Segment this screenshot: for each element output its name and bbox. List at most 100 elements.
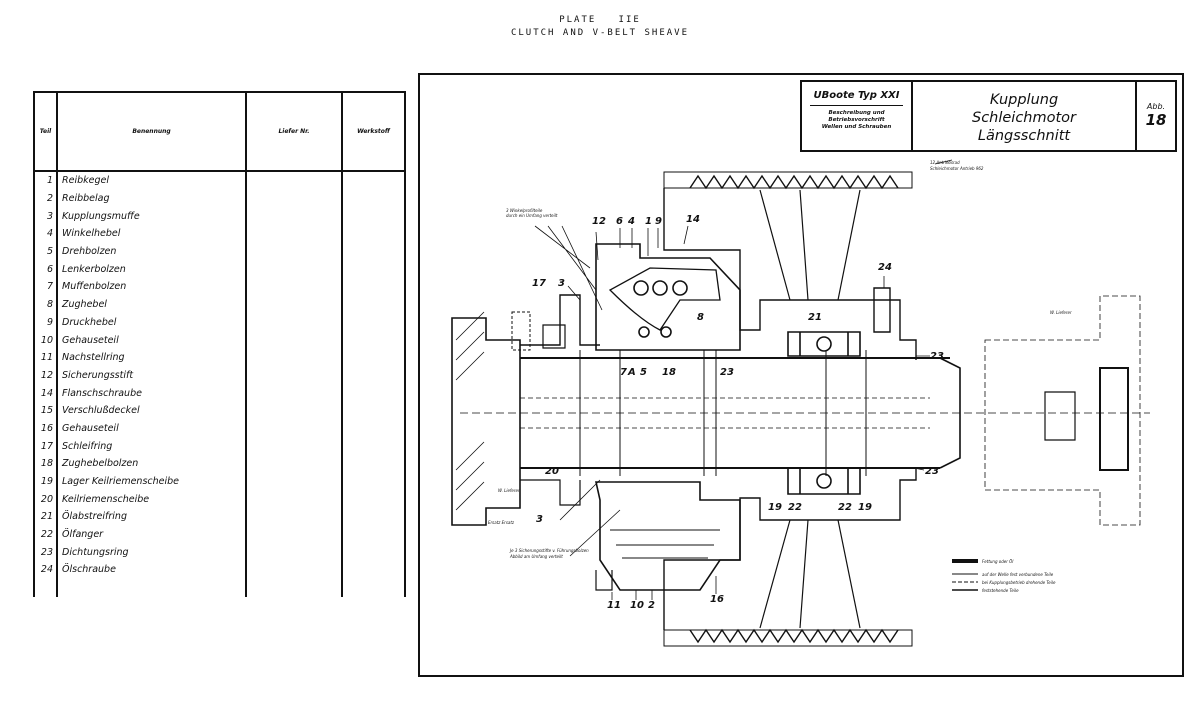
part-name: Schleifring	[57, 437, 247, 455]
part-number: 8	[33, 295, 58, 314]
part-name: Zughebelbolzen	[57, 455, 247, 473]
title-block-figure: Abb. 18	[1135, 80, 1177, 152]
supplier-no-cell	[246, 313, 343, 332]
part-name: Lager Keilriemenscheibe	[57, 472, 247, 491]
supplier-no-cell	[246, 189, 343, 208]
supplier-no-cell	[246, 419, 343, 438]
material-cell	[342, 242, 406, 261]
part-number	[33, 578, 58, 597]
part-name: Nachstellring	[57, 348, 247, 367]
supplier-no-cell	[246, 278, 343, 296]
supplier-no-cell	[246, 525, 343, 544]
part-name: Ölabstreifring	[57, 508, 247, 526]
project-name: UBoote Typ XXI	[809, 82, 904, 106]
subtitle-line: Beschreibung und	[828, 110, 885, 116]
material-cell	[342, 384, 406, 402]
material-cell	[342, 419, 406, 438]
part-number: 21	[33, 508, 58, 526]
material-cell	[342, 543, 406, 562]
supplier-no-cell	[246, 260, 343, 279]
part-name: Winkelhebel	[57, 225, 247, 243]
part-number: 11	[33, 348, 58, 367]
part-number: 7	[33, 278, 58, 296]
material-cell	[342, 295, 406, 314]
col-header-name: Benennung	[56, 91, 247, 172]
part-number: 5	[33, 242, 58, 261]
subtitle-line: Wellen und Schrauben	[821, 124, 892, 130]
supplier-no-cell	[246, 366, 343, 385]
part-name: Flanschschraube	[57, 384, 247, 402]
part-name: Zughebel	[57, 295, 247, 314]
material-cell	[342, 207, 406, 226]
part-number: 12	[33, 366, 58, 385]
plate-caption: CLUTCH AND V-BELT SHEAVE	[510, 28, 690, 38]
material-cell	[342, 401, 406, 420]
supplier-no-cell	[246, 384, 343, 402]
part-name: Ölschraube	[57, 561, 247, 579]
part-name: Sicherungsstift	[57, 366, 247, 385]
part-name: Lenkerbolzen	[57, 260, 247, 279]
col-header-supplier-no: Liefer Nr.	[245, 91, 343, 172]
drawing-frame	[418, 73, 1184, 677]
material-cell	[342, 455, 406, 473]
part-number: 15	[33, 401, 58, 420]
part-number: 1	[33, 171, 58, 190]
part-name: Kupplungsmuffe	[57, 207, 247, 226]
title-block-project: UBoote Typ XXI Beschreibung und Betriebs…	[800, 80, 913, 152]
supplier-no-cell	[246, 472, 343, 491]
material-cell	[342, 508, 406, 526]
material-cell	[342, 472, 406, 491]
supplier-no-cell	[246, 348, 343, 367]
material-cell	[342, 561, 406, 579]
part-name: Keilriemenscheibe	[57, 490, 247, 509]
part-name: Verschlußdeckel	[57, 401, 247, 420]
part-number: 4	[33, 225, 58, 243]
supplier-no-cell	[246, 331, 343, 349]
plate-number: PLATE IIE	[559, 15, 641, 25]
part-name: Druckhebel	[57, 313, 247, 332]
part-number: 23	[33, 543, 58, 562]
supplier-no-cell	[246, 578, 343, 597]
part-number: 22	[33, 525, 58, 544]
part-number: 20	[33, 490, 58, 509]
material-cell	[342, 578, 406, 597]
material-cell	[342, 525, 406, 544]
title-line: Kupplung	[989, 92, 1059, 108]
part-name: Reibkegel	[57, 171, 247, 190]
title-line: Schleichmotor	[971, 110, 1077, 126]
part-name	[57, 578, 247, 597]
part-number: 18	[33, 455, 58, 473]
supplier-no-cell	[246, 401, 343, 420]
part-number: 14	[33, 384, 58, 402]
material-cell	[342, 437, 406, 455]
part-name: Dichtungsring	[57, 543, 247, 562]
material-cell	[342, 348, 406, 367]
plate-header: PLATE IIE CLUTCH AND V-BELT SHEAVE	[0, 14, 1200, 40]
supplier-no-cell	[246, 543, 343, 562]
material-cell	[342, 313, 406, 332]
part-number: 2	[33, 189, 58, 208]
part-name: Reibbelag	[57, 189, 247, 208]
supplier-no-cell	[246, 455, 343, 473]
material-cell	[342, 171, 406, 190]
supplier-no-cell	[246, 437, 343, 455]
subtitle-line: Betriebsvorschrift	[828, 117, 885, 123]
part-name: Drehbolzen	[57, 242, 247, 261]
